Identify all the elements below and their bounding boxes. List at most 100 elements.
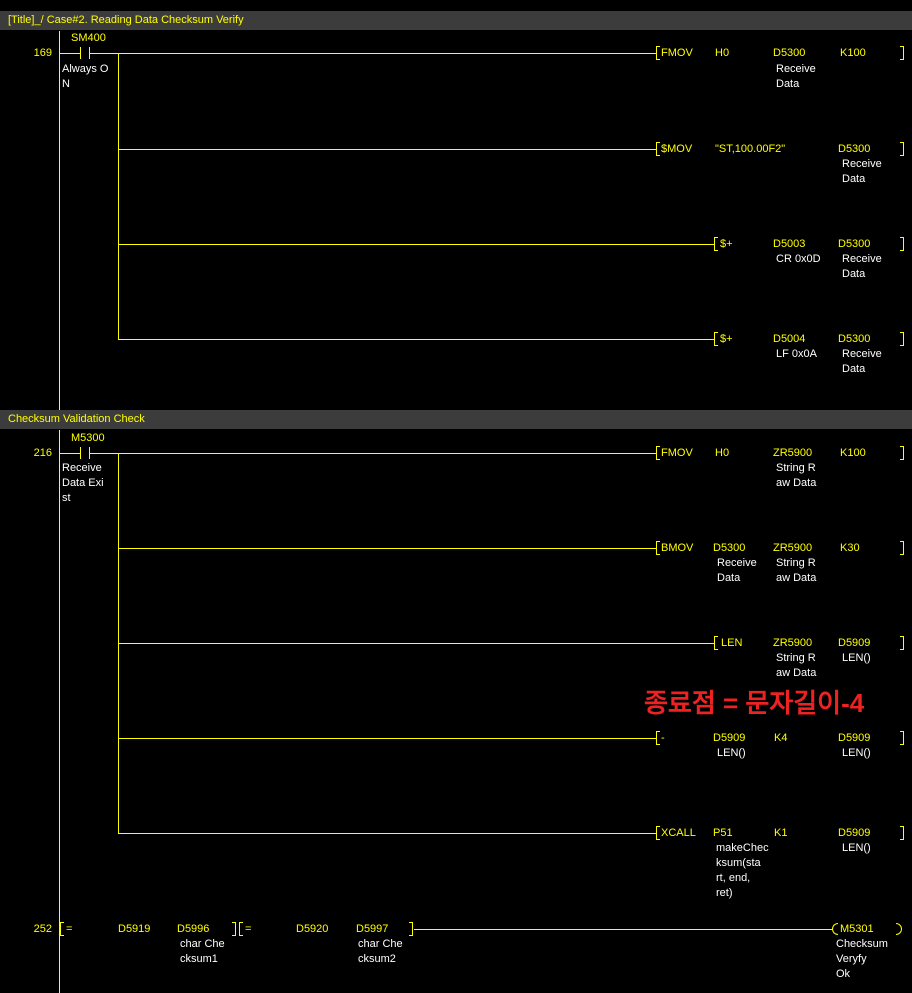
instruction-bracket-right (900, 332, 904, 346)
contact-comment: Receive Data Exi st (62, 462, 104, 504)
coil-left (832, 923, 838, 935)
operand-device[interactable]: K100 (840, 47, 866, 59)
instruction-mnemonic[interactable]: - (661, 732, 665, 744)
operand-comment: CR 0x0D (776, 253, 821, 265)
operand-device[interactable]: ZR5900 (773, 447, 813, 459)
operand-device[interactable]: K1 (774, 827, 788, 839)
step-number: 169 (33, 47, 52, 59)
instruction-mnemonic[interactable]: $+ (720, 238, 733, 250)
annotation-text: 종료점 = 문자길이-4 (644, 688, 865, 718)
instruction-bracket-left (656, 826, 660, 840)
ladder-wire (118, 149, 657, 150)
operand-comment: Receive Data (842, 158, 882, 185)
instruction-mnemonic[interactable]: XCALL (661, 827, 696, 839)
operand-device[interactable]: ZR5900 (773, 542, 813, 554)
operand-device[interactable]: P51 (713, 827, 733, 839)
operand-device[interactable]: H0 (715, 47, 730, 59)
instruction-bracket-left (714, 636, 718, 650)
compare-operand[interactable]: D5996 (177, 923, 210, 935)
operand-device[interactable]: D5003 (773, 238, 806, 250)
section-header-checksum[interactable]: Checksum Validation Check (0, 410, 912, 429)
coil-comment: Checksum Veryfy Ok (836, 938, 888, 980)
instruction-bracket-right (900, 142, 904, 156)
instruction-mnemonic[interactable]: FMOV (661, 447, 693, 459)
ladder-wire (118, 244, 715, 245)
ladder-wire (118, 833, 657, 834)
ladder-wire (90, 53, 657, 54)
step-number: 216 (33, 447, 52, 459)
operand-comment: Receive Data (842, 253, 882, 280)
instruction-bracket-right (900, 46, 904, 60)
operand-comment: char Che cksum2 (358, 938, 403, 965)
operand-device[interactable]: D5909 (838, 732, 871, 744)
coil-device[interactable]: M5301 (840, 923, 874, 935)
operand-comment: Receive Data (717, 557, 757, 584)
operand-device[interactable]: D5909 (838, 827, 871, 839)
ladder-wire (118, 548, 657, 549)
ladder-wire (118, 738, 657, 739)
compare-operator[interactable]: = (66, 923, 73, 935)
normally-open-contact[interactable] (80, 447, 90, 459)
operand-device[interactable]: D5300 (838, 238, 871, 250)
instruction-mnemonic[interactable]: $MOV (661, 143, 693, 155)
ladder-wire (90, 453, 657, 454)
instruction-bracket-left (656, 46, 660, 60)
compare-bracket-left (239, 922, 243, 936)
compare-operator[interactable]: = (245, 923, 252, 935)
operand-device[interactable]: D5300 (838, 333, 871, 345)
ladder-wire (60, 453, 80, 454)
contact-comment: Always O N (62, 63, 109, 90)
operand-comment: String R aw Data (776, 652, 817, 679)
branch-line (118, 53, 119, 339)
section-header-title[interactable]: [Title]_/ Case#2. Reading Data Checksum … (0, 11, 912, 30)
compare-operand[interactable]: D5920 (296, 923, 329, 935)
operand-device[interactable]: D5909 (713, 732, 746, 744)
instruction-bracket-right (900, 237, 904, 251)
instruction-bracket-right (900, 541, 904, 555)
instruction-mnemonic[interactable]: LEN (721, 637, 743, 649)
operand-comment: String R aw Data (776, 462, 817, 489)
compare-bracket-left (60, 922, 64, 936)
operand-device[interactable]: H0 (715, 447, 730, 459)
operand-device[interactable]: ZR5900 (773, 637, 813, 649)
operand-comment: makeChec ksum(sta rt, end, ret) (716, 842, 769, 899)
contact-device[interactable]: SM400 (71, 32, 106, 44)
operand-comment: String R aw Data (776, 557, 817, 584)
instruction-bracket-right (900, 446, 904, 460)
normally-open-contact[interactable] (80, 47, 90, 59)
left-power-rail (59, 430, 60, 993)
instruction-bracket-left (656, 541, 660, 555)
operand-comment: LEN() (717, 747, 746, 759)
instruction-bracket-left (656, 446, 660, 460)
ladder-wire (118, 339, 715, 340)
ladder-wire (118, 643, 715, 644)
step-number: 252 (33, 923, 52, 935)
operand-device[interactable]: D5300 (773, 47, 806, 59)
operand-device[interactable]: K30 (840, 542, 860, 554)
operand-comment: LEN() (842, 842, 871, 854)
compare-operand[interactable]: D5919 (118, 923, 151, 935)
operand-device[interactable]: D5909 (838, 637, 871, 649)
operand-comment: LEN() (842, 747, 871, 759)
instruction-bracket-left (656, 142, 660, 156)
operand-comment: LEN() (842, 652, 871, 664)
operand-comment: Receive Data (776, 63, 816, 90)
operand-device[interactable]: K100 (840, 447, 866, 459)
instruction-mnemonic[interactable]: FMOV (661, 47, 693, 59)
operand-device[interactable]: D5004 (773, 333, 806, 345)
instruction-bracket-left (656, 731, 660, 745)
instruction-bracket-right (900, 826, 904, 840)
instruction-mnemonic[interactable]: $+ (720, 333, 733, 345)
operand-device[interactable]: D5300 (838, 143, 871, 155)
operand-string[interactable]: "ST,100.00F2" (715, 143, 786, 155)
contact-device[interactable]: M5300 (71, 432, 105, 444)
instruction-mnemonic[interactable]: BMOV (661, 542, 694, 554)
instruction-bracket-right (900, 636, 904, 650)
compare-operand[interactable]: D5997 (356, 923, 389, 935)
compare-bracket-right (409, 922, 413, 936)
operand-device[interactable]: K4 (774, 732, 788, 744)
coil-right (896, 923, 902, 935)
operand-comment: char Che cksum1 (180, 938, 225, 965)
ladder-wire (60, 53, 80, 54)
operand-device[interactable]: D5300 (713, 542, 746, 554)
